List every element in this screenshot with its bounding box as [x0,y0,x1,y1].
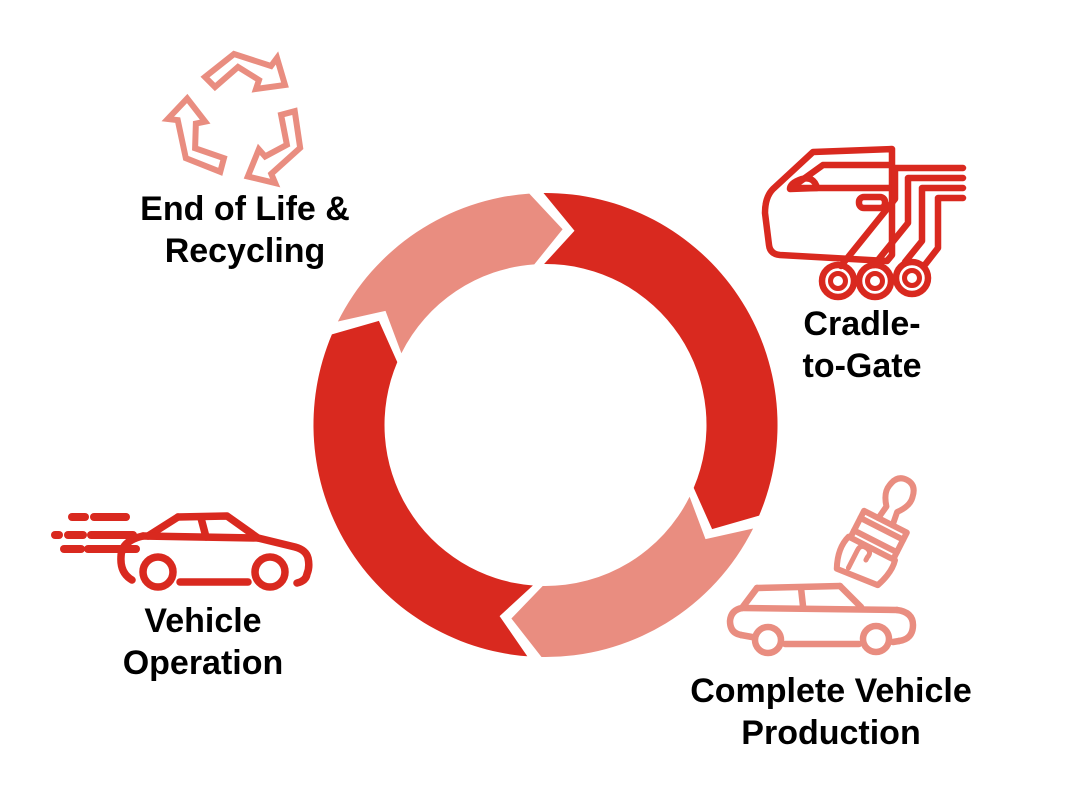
wagon-car [726,582,917,657]
speed-dashes [51,513,140,553]
brush-ferrule [847,507,910,563]
right-arc-segment [543,192,778,530]
car-door-wiring-harness-icon [761,145,967,301]
car-tail [117,532,147,584]
wagon-beltline [738,604,901,614]
wagon-front-wheel [751,623,785,657]
wagon-rear [893,606,917,645]
label-complete-vehicle-production: Complete Vehicle Production [690,672,972,752]
paintbrush [833,475,917,589]
car-beltline [139,532,262,542]
connector-ring-2 [855,261,895,301]
speeding-car-icon [51,512,313,591]
brush-bristles [833,533,898,589]
wagon-front [726,604,746,639]
paintbrush-car-icon [726,475,917,657]
top-arc-segment [337,193,563,354]
harness-cable-1 [837,164,967,270]
car-body [174,512,313,587]
wagon-windshield [738,584,761,612]
connector-ring-1 [818,261,858,301]
door-handle [855,193,889,212]
recycle-arrow-left [161,93,228,176]
door-mirror [786,175,821,193]
rear-wheel [139,553,177,591]
front-wheel [251,553,289,591]
wagon-rear-wheel [859,622,893,656]
label-vehicle-operation: Vehicle Operation [122,602,284,682]
harness-cable-2 [870,174,967,269]
bottom-arc-segment [511,496,754,658]
connector-ring-3 [892,258,932,298]
car-b-pillar [197,514,210,541]
recycling-icon [161,50,304,188]
harness-cable-4 [920,194,967,270]
wagon-b-pillar [797,584,807,610]
recycle-arrow-top [200,50,289,93]
harness-cable-3 [901,184,967,266]
label-cradle-to-gate: Cradle- to-Gate [802,305,922,385]
label-end-of-life-recycling: End of Life & Recycling [140,190,350,270]
car-door-outline [761,145,896,265]
recycle-arrow-right [243,107,304,188]
brush-handle [875,475,917,529]
left-arc-segment [313,320,533,657]
wagon-tailgate [836,582,865,611]
paint-mark [845,543,873,571]
